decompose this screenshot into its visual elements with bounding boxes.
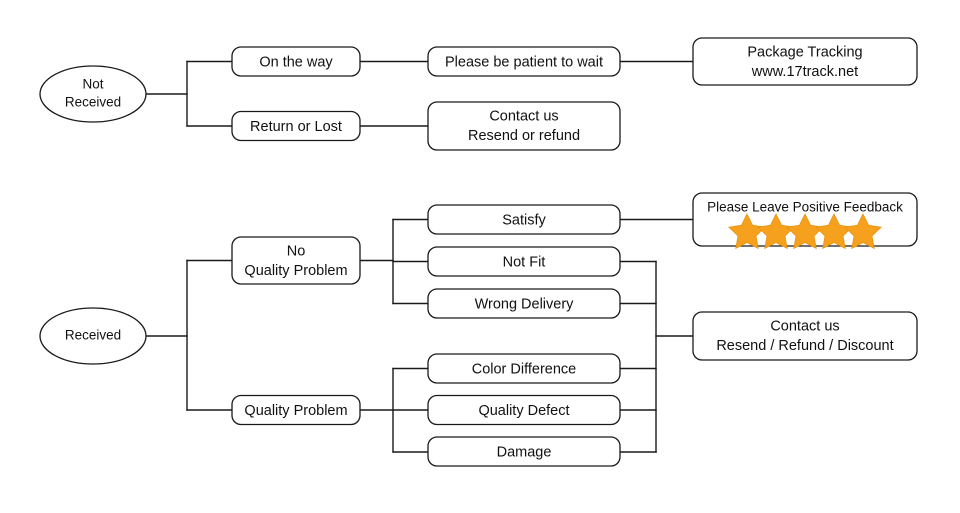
color-difference-box — [427, 353, 621, 384]
damage-box — [427, 436, 621, 467]
node-received[interactable]: Received — [39, 307, 147, 365]
node-return-or-lost[interactable]: Return or Lost — [231, 110, 361, 142]
damage-label: Damage — [497, 444, 552, 460]
not-received-label-line2: Received — [65, 95, 121, 110]
please-be-patient-box — [427, 46, 621, 77]
color-difference-label: Color Difference — [472, 361, 577, 377]
return-or-lost-label: Return or Lost — [250, 119, 342, 135]
node-wrong-delivery[interactable]: Wrong Delivery — [427, 288, 621, 319]
node-quality-defect[interactable]: Quality Defect — [427, 394, 621, 426]
node-not-received[interactable]: Not Received — [39, 65, 147, 123]
satisfy-label: Satisfy — [502, 212, 546, 228]
package-tracking-box — [692, 37, 918, 86]
wrong-delivery-label: Wrong Delivery — [475, 296, 575, 312]
node-satisfy[interactable]: Satisfy — [427, 204, 621, 235]
star-icon-5[interactable] — [844, 213, 882, 250]
on-the-way-box — [231, 46, 361, 77]
node-not-fit[interactable]: Not Fit — [427, 246, 621, 277]
contact-us-top-label-line2: Resend or refund — [468, 128, 580, 144]
node-please-be-patient[interactable]: Please be patient to wait — [427, 46, 621, 77]
node-contact-us-bottom[interactable]: Contact us Resend / Refund / Discount — [692, 311, 918, 361]
positive-feedback-label: Please Leave Positive Feedback — [707, 200, 903, 215]
contact-us-top-label-line1: Contact us — [489, 108, 558, 124]
quality-defect-label: Quality Defect — [478, 403, 569, 419]
node-package-tracking[interactable]: Package Tracking www.17track.net — [692, 37, 918, 86]
satisfy-box — [427, 204, 621, 235]
node-quality-problem[interactable]: Quality Problem — [231, 394, 361, 426]
return-or-lost-box — [231, 110, 361, 142]
contact-us-bottom-box — [692, 311, 918, 361]
no-quality-problem-box — [231, 236, 361, 285]
on-the-way-label: On the way — [259, 54, 333, 70]
node-color-difference[interactable]: Color Difference — [427, 353, 621, 384]
not-fit-box — [427, 246, 621, 277]
node-no-quality-problem[interactable]: No Quality Problem — [231, 236, 361, 285]
not-received-label-line1: Not — [82, 77, 103, 92]
node-positive-feedback[interactable]: Please Leave Positive Feedback — [692, 192, 918, 250]
please-be-patient-label: Please be patient to wait — [445, 54, 603, 70]
star-rating[interactable] — [728, 213, 882, 250]
contact-us-bottom-label-line1: Contact us — [770, 318, 839, 334]
node-on-the-way[interactable]: On the way — [231, 46, 361, 77]
received-label: Received — [65, 328, 121, 343]
contact-us-top-box — [427, 101, 621, 151]
no-quality-problem-label-line2: Quality Problem — [244, 263, 347, 279]
node-contact-us-top[interactable]: Contact us Resend or refund — [427, 101, 621, 151]
quality-problem-label: Quality Problem — [244, 403, 347, 419]
wrong-delivery-box — [427, 288, 621, 319]
not-received-oval — [39, 65, 147, 123]
package-tracking-label-line1: Package Tracking — [747, 44, 862, 60]
package-tracking-url[interactable]: www.17track.net — [751, 64, 858, 80]
no-quality-problem-label-line1: No — [287, 243, 306, 259]
received-oval — [39, 307, 147, 365]
not-fit-label: Not Fit — [503, 254, 546, 270]
contact-us-bottom-label-line2: Resend / Refund / Discount — [716, 338, 893, 354]
connector-group-received — [145, 218, 694, 453]
quality-problem-box — [231, 394, 361, 426]
node-damage[interactable]: Damage — [427, 436, 621, 467]
quality-defect-box — [427, 394, 621, 426]
connector-group-not-received — [145, 60, 694, 127]
